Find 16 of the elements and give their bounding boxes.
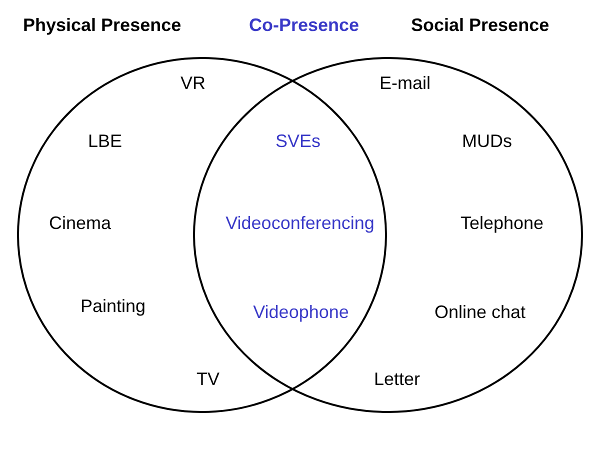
item-label: E-mail	[380, 73, 430, 94]
item-label: Telephone	[460, 213, 544, 234]
set-heading: Social Presence	[411, 15, 550, 36]
item-label: MUDs	[462, 131, 512, 152]
item-label: LBE	[88, 131, 122, 152]
item-label: Cinema	[48, 213, 112, 234]
item-label: VR	[180, 73, 206, 94]
overlap-heading: Co-Presence	[248, 15, 360, 36]
item-label: Online chat	[434, 302, 526, 323]
item-label: Painting	[80, 296, 146, 317]
item-label: Letter	[374, 369, 420, 390]
item-label: Videoconferencing	[226, 213, 374, 234]
item-label: TV	[196, 369, 220, 390]
item-label: SVEs	[275, 131, 321, 152]
item-label: Videophone	[253, 302, 349, 323]
set-heading: Physical Presence	[23, 15, 182, 36]
